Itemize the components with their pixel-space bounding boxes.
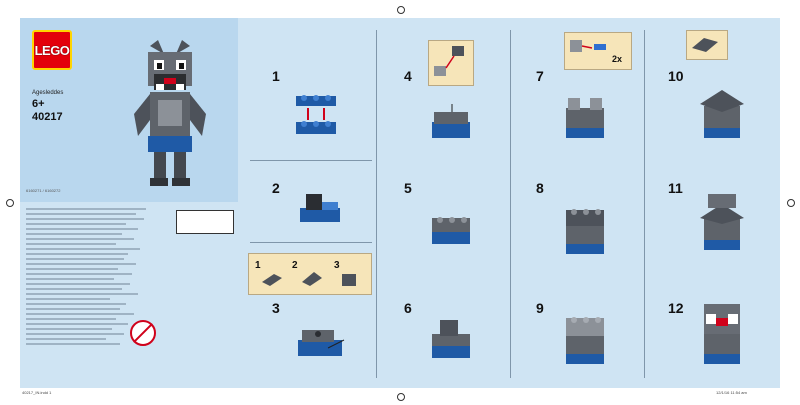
small-parts-warning-icon bbox=[130, 320, 156, 346]
step-10-parts bbox=[692, 38, 718, 52]
wolf-ear-left bbox=[150, 40, 164, 54]
row-divider-1 bbox=[250, 160, 372, 161]
step-6-model bbox=[432, 320, 470, 358]
ages-label: Agesleddes bbox=[32, 90, 64, 96]
step-number-8: 8 bbox=[536, 180, 544, 196]
fsc-logo bbox=[176, 210, 234, 234]
wolf-leg-left bbox=[154, 152, 166, 180]
step-number-4: 4 bbox=[404, 68, 412, 84]
step-number-9: 9 bbox=[536, 300, 544, 316]
step-number-11: 11 bbox=[668, 180, 683, 196]
set-number: 40217 bbox=[32, 111, 63, 123]
step-11-model bbox=[700, 194, 744, 250]
row-divider-2 bbox=[250, 242, 372, 243]
step-number-12: 12 bbox=[668, 300, 684, 316]
registration-mark-right bbox=[787, 199, 795, 207]
step-number-2: 2 bbox=[272, 180, 280, 196]
step-7-model bbox=[566, 98, 604, 138]
element-codes: 6160271 / 6160272 bbox=[26, 188, 61, 193]
lego-logo: LEGO bbox=[32, 30, 72, 70]
step-4-parts bbox=[434, 46, 464, 76]
step-number-1: 1 bbox=[272, 68, 280, 84]
step-10-model bbox=[700, 90, 744, 138]
substep-number-1: 1 bbox=[255, 260, 261, 271]
column-divider-1 bbox=[376, 30, 377, 378]
substep-number-2: 2 bbox=[292, 260, 298, 271]
step-4-model bbox=[432, 104, 470, 138]
step-number-6: 6 bbox=[404, 300, 412, 316]
wolf-arm-right bbox=[190, 94, 206, 136]
safety-warning-text bbox=[26, 208, 166, 348]
substep-number-3: 3 bbox=[334, 260, 340, 271]
footer-file-name: 40217_IN.indd 1 bbox=[22, 390, 52, 395]
step-5-model bbox=[432, 217, 470, 244]
step-1-model bbox=[296, 95, 336, 134]
step-4-parts-callout bbox=[428, 40, 474, 86]
wolf-tongue bbox=[164, 78, 176, 84]
wolf-figure bbox=[134, 40, 206, 186]
wolf-leg-right bbox=[174, 152, 186, 180]
step-number-10: 10 bbox=[668, 68, 684, 84]
step-number-7: 7 bbox=[536, 68, 544, 84]
step-3-model bbox=[298, 330, 345, 356]
wolf-arm-left bbox=[134, 94, 150, 136]
ages-value: 6+ bbox=[32, 98, 45, 110]
registration-mark-bottom bbox=[397, 393, 405, 401]
footer-timestamp: 12/1/16 11:54 am bbox=[716, 390, 747, 395]
step-2-model bbox=[300, 194, 340, 222]
step-number-3: 3 bbox=[272, 300, 280, 316]
registration-mark-left bbox=[6, 199, 14, 207]
substep-pieces bbox=[262, 272, 356, 286]
registration-mark-top bbox=[397, 6, 405, 14]
step-7-quantity: 2x bbox=[612, 54, 623, 64]
step-9-model bbox=[566, 317, 604, 364]
step-12-model bbox=[704, 304, 740, 364]
column-divider-3 bbox=[644, 30, 645, 378]
step-7-parts bbox=[570, 40, 606, 52]
step-8-model bbox=[566, 209, 604, 254]
wolf-shorts bbox=[148, 136, 192, 152]
wolf-ear-right bbox=[176, 40, 190, 54]
step-number-5: 5 bbox=[404, 180, 412, 196]
column-divider-2 bbox=[510, 30, 511, 378]
